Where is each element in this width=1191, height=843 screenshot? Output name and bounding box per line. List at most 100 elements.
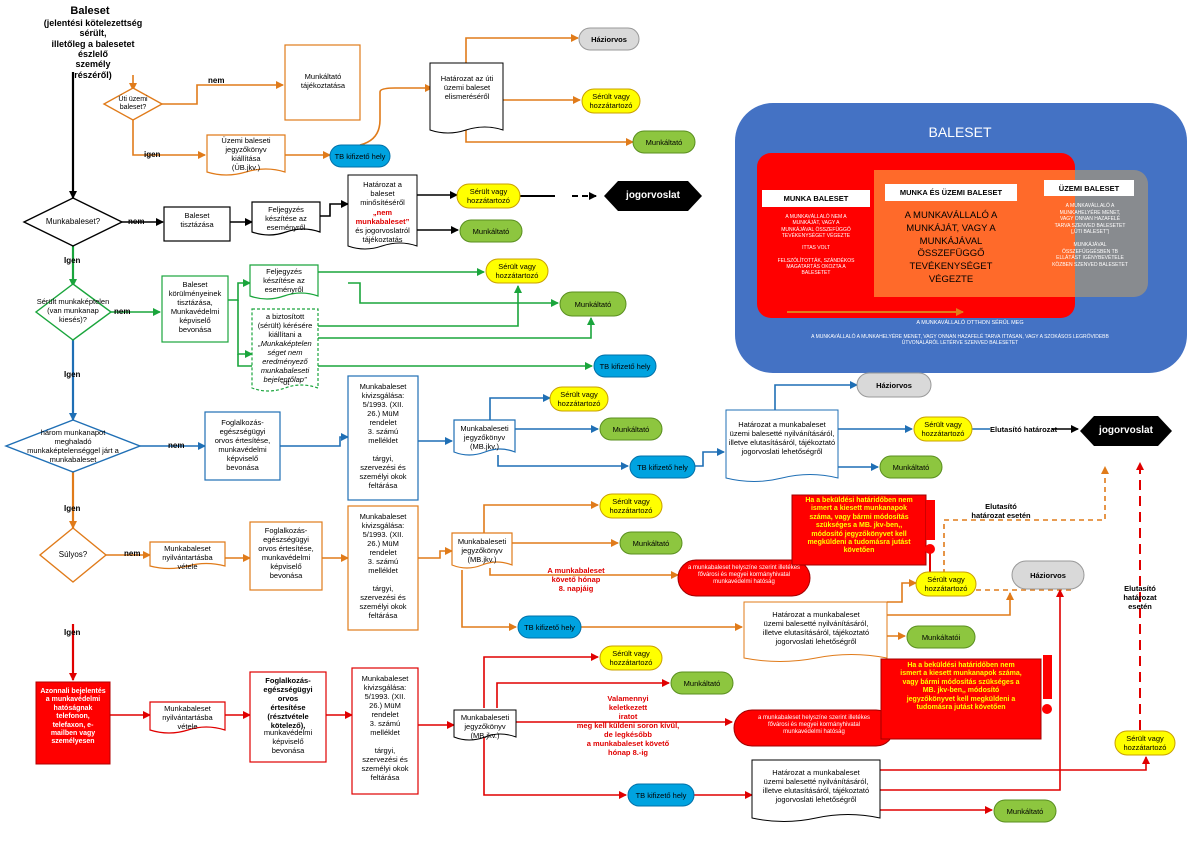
decision-sulyos bbox=[38, 527, 108, 583]
valamennyi-label: Valamennyi keletkezett iratot meg kell k… bbox=[576, 694, 680, 757]
pill-serult-1 bbox=[581, 88, 641, 114]
munkaltato-8-text: Munkáltató bbox=[1006, 807, 1044, 816]
box-kivizsgalas-red bbox=[351, 667, 419, 795]
pill-serult-7 bbox=[915, 571, 977, 597]
serult-9-text: Sérült vagy hozzátartozó bbox=[1123, 734, 1167, 752]
pill-munkaltato-2 bbox=[459, 219, 523, 243]
exclaim-1-dot bbox=[925, 544, 935, 554]
hat-nem-a: Határozat a baleset minősítéséről bbox=[360, 180, 405, 207]
hazi-3-text: Háziorvos bbox=[1030, 571, 1066, 580]
elut-hat-eseten-label: Elutasító határozat esetén bbox=[971, 502, 1031, 520]
foglalkozas-blue-text: Foglalkozás- egészségügyi orvos értesíté… bbox=[214, 418, 271, 472]
bejelentolap-a: a biztosított (sérült) kérésére kiállíta… bbox=[257, 312, 313, 339]
pill-munkaltato-3 bbox=[559, 291, 627, 317]
pill-tb-4 bbox=[517, 615, 582, 639]
box-baleset-korulmeny bbox=[161, 275, 229, 343]
pill-serult-4 bbox=[549, 386, 609, 412]
decision-munkabaleset bbox=[22, 197, 124, 247]
venn-ub-title: ÜZEMI BALESET bbox=[1058, 184, 1120, 193]
pill-serult-2 bbox=[456, 183, 521, 209]
jogorv-2-text: jogorvoslat bbox=[1099, 425, 1153, 436]
nyilv-red-text: Munkabaleset nyilvántartásba vétele bbox=[162, 704, 213, 731]
box-azonnali bbox=[35, 681, 111, 765]
pill-hatosag-1 bbox=[677, 559, 811, 597]
munkaltato-4-text: Munkáltató bbox=[612, 425, 650, 434]
munkaltato-7-text: Munkáltató bbox=[683, 679, 721, 688]
pill-munkaltato-4 bbox=[599, 417, 663, 441]
venn-mb-title-box bbox=[762, 190, 870, 207]
serult-3-text: Sérült vagy hozzátartozó bbox=[495, 262, 539, 280]
feljegyzes-green-text: Feljegyzés készítése az eseményről bbox=[263, 267, 305, 294]
doc-feljegyzes-black bbox=[251, 201, 321, 236]
venn-ub-body: A MUNKAVÁLLALÓ A MUNKAHELYÉRE MENET, VAG… bbox=[1052, 203, 1128, 268]
serult-8-text: Sérült vagy hozzátartozó bbox=[609, 649, 653, 667]
label-igen-2: Igen bbox=[64, 256, 81, 265]
doc-ub-jkv bbox=[206, 134, 286, 176]
munkaltato-1-text: Munkáltató bbox=[645, 138, 683, 147]
kivizsgalas-orange-text: Munkabaleset kivizsgálása: 5/1993. (XII.… bbox=[359, 512, 407, 620]
pill-serult-5 bbox=[913, 416, 973, 442]
hex-jogorv-2 bbox=[1080, 416, 1172, 446]
box-kivizsgalas-orange bbox=[347, 505, 419, 631]
exclaim-2-bar bbox=[1043, 655, 1052, 699]
serult-7-text: Sérült vagy hozzátartozó bbox=[924, 575, 968, 593]
venn-bottom: A MUNKAVÁLLALÓ A MUNKAHELYÉRE MENET, VAG… bbox=[811, 334, 1109, 346]
pill-hazi-2 bbox=[856, 372, 932, 398]
hazi-1-text: Háziorvos bbox=[591, 35, 627, 44]
azonnali-text: Azonnali bejelentés a munkavédelmi hatós… bbox=[40, 688, 106, 746]
decision-harom-label: három munkanapot meghaladó munkaképtelen… bbox=[27, 428, 119, 464]
pill-serult-3 bbox=[485, 258, 549, 284]
warn-box-2 bbox=[880, 658, 1042, 740]
pill-munkaltato-8 bbox=[993, 799, 1057, 823]
tb-1-text: TB kifizető hely bbox=[334, 152, 386, 161]
kivizsgalas-red-text: Munkabaleset kivizsgálása: 5/1993. (XII.… bbox=[361, 674, 409, 782]
munkaltato-2-text: Munkáltató bbox=[472, 227, 510, 236]
elut-hat-label: Elutasító határozat bbox=[990, 425, 1058, 434]
doc-mb-jkv-orange bbox=[451, 532, 513, 569]
munkaltatoi-text: Munkáltatói bbox=[921, 633, 961, 642]
venn-mb-body: A MUNKAVÁLLALÓ NEM A MUNKÁJÁT, VAGY A MU… bbox=[777, 214, 855, 277]
ub-jkv-text: Üzemi baleseti jegyzőkönyv kiállítása (Ü… bbox=[221, 136, 271, 172]
doc-hat-uti bbox=[429, 62, 504, 134]
munkaltato-3-text: Munkáltató bbox=[574, 300, 612, 309]
venn-both-body: A MUNKAVÁLLALÓ A MUNKÁJÁT, VAGY A MUNKÁJ… bbox=[904, 210, 998, 286]
jogorv-1-text: jogorvoslat bbox=[626, 190, 680, 201]
venn-mb-title: MUNKA BALESET bbox=[783, 194, 849, 203]
label-nem-3: nem bbox=[114, 307, 131, 316]
venn-ub-title-box bbox=[1044, 180, 1134, 196]
decision-munkakepes bbox=[34, 283, 113, 341]
start-title: Baleset bbox=[70, 5, 110, 17]
venn-both-title: MUNKA ÉS ÜZEMI BALESET bbox=[899, 188, 1003, 197]
doc-mb-jkv-blue bbox=[453, 419, 516, 456]
exclaim-1-bar bbox=[926, 500, 935, 540]
pill-hazi-1 bbox=[578, 27, 640, 51]
connectors bbox=[69, 34, 1150, 814]
hatosag-1-text: a munkabaleset helyszíne szerint illeték… bbox=[687, 565, 801, 586]
venn-both-title-box bbox=[885, 184, 1017, 201]
decision-uti bbox=[102, 87, 164, 121]
bejelentolap-b: „Munkaképtelen séget nem eredményező mun… bbox=[258, 339, 312, 384]
foglalkozas-red-a: Foglalkozás- egészségügyi orvos értesíté… bbox=[263, 676, 313, 730]
feljegyzes-black-text: Feljegyzés készítése az eseményről bbox=[265, 205, 307, 232]
hex-jogorv-1 bbox=[604, 181, 702, 211]
decision-sulyos-label: Súlyos? bbox=[58, 550, 88, 559]
box-foglalkozas-blue bbox=[204, 411, 281, 481]
serult-1-text: Sérült vagy hozzátartozó bbox=[589, 92, 633, 110]
tb-2-text: TB kifizető hely bbox=[599, 362, 651, 371]
venn-otthon: A MUNKAVÁLLALÓ OTTHON SÉRÜL MEG bbox=[916, 320, 1024, 326]
pill-munkaltatoi bbox=[906, 625, 976, 649]
serult-2-text: Sérült vagy hozzátartozó bbox=[467, 187, 510, 205]
box-baleset-tisztazasa bbox=[163, 206, 231, 242]
hatosag-2-text: a munkabaleset helyszíne szerint illeték… bbox=[757, 715, 871, 736]
warn-box-1 bbox=[791, 494, 927, 566]
decision-uti-label: Úti üzemi baleset? bbox=[118, 96, 148, 112]
label-igen-1: igen bbox=[144, 150, 161, 159]
nyilv-orange-text: Munkabaleset nyilvántartásba vétele bbox=[162, 544, 213, 571]
shapes bbox=[4, 27, 1176, 823]
foglalkozas-orange-text: Foglalkozás- egészségügyi orvos értesíté… bbox=[258, 526, 314, 580]
pill-serult-6 bbox=[599, 493, 663, 519]
venn-diagram bbox=[735, 103, 1187, 373]
pill-munkaltato-5 bbox=[879, 455, 943, 479]
bejelentolap-c: -ot bbox=[280, 378, 290, 387]
munkaltato-6-text: Munkáltató bbox=[632, 539, 670, 548]
